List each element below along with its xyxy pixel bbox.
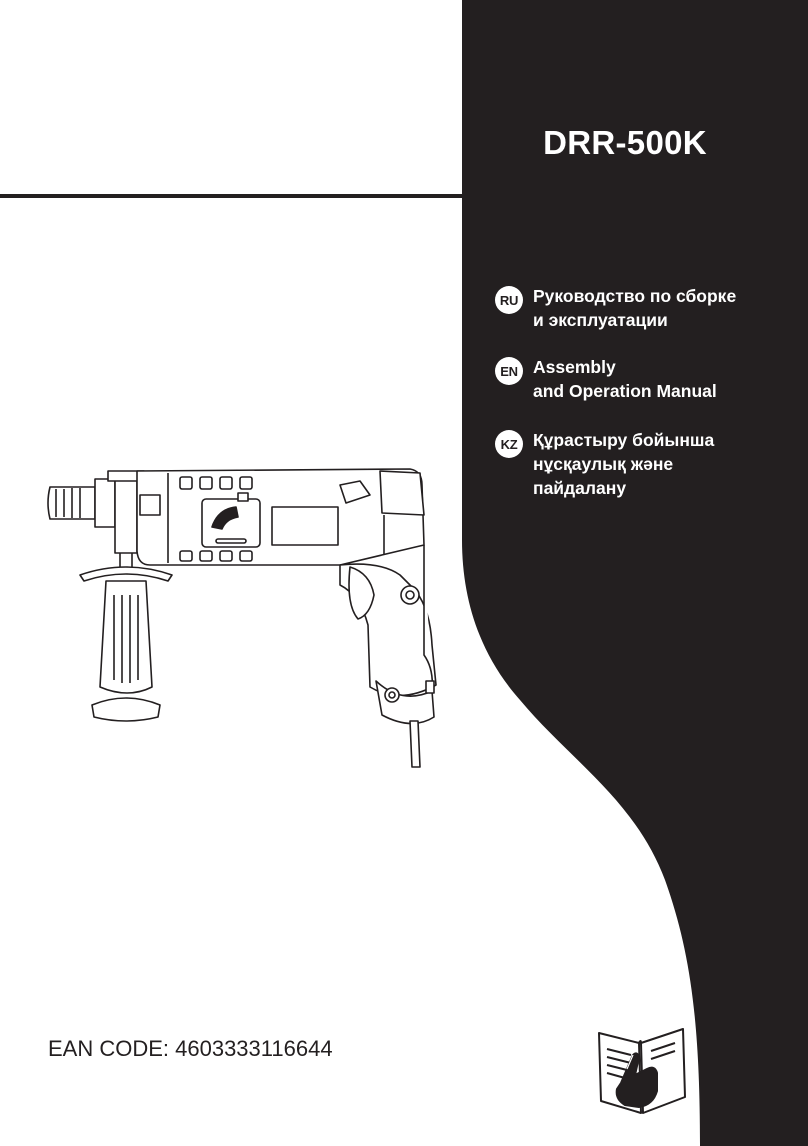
manual-title-line: Руководство по сборке (533, 286, 737, 306)
language-block-en: EN Assembly and Operation Manual (495, 357, 717, 403)
manual-title-line: Assembly (533, 357, 616, 377)
manual-title-line: и эксплуатации (533, 310, 668, 330)
language-badge: RU (495, 286, 523, 314)
manual-title-line: Құрастыру бойынша (533, 430, 715, 450)
manual-title-line: нұсқаулық және (533, 454, 674, 474)
manual-title-line: пайдалану (533, 478, 627, 498)
language-badge: EN (495, 357, 523, 385)
rotary-hammer-drill-illustration (47, 468, 437, 768)
read-manual-icon (598, 1028, 686, 1114)
language-block-kz: KZ Құрастыру бойынша нұсқаулық және пайд… (495, 430, 714, 500)
language-badge: KZ (495, 430, 523, 458)
language-block-ru: RU Руководство по сборке и эксплуатации (495, 286, 736, 332)
ean-code: EAN CODE: 4603333116644 (48, 1036, 333, 1061)
model-title: DRR-500K (543, 124, 707, 161)
manual-title-line: and Operation Manual (533, 381, 717, 401)
header-divider (0, 194, 772, 198)
